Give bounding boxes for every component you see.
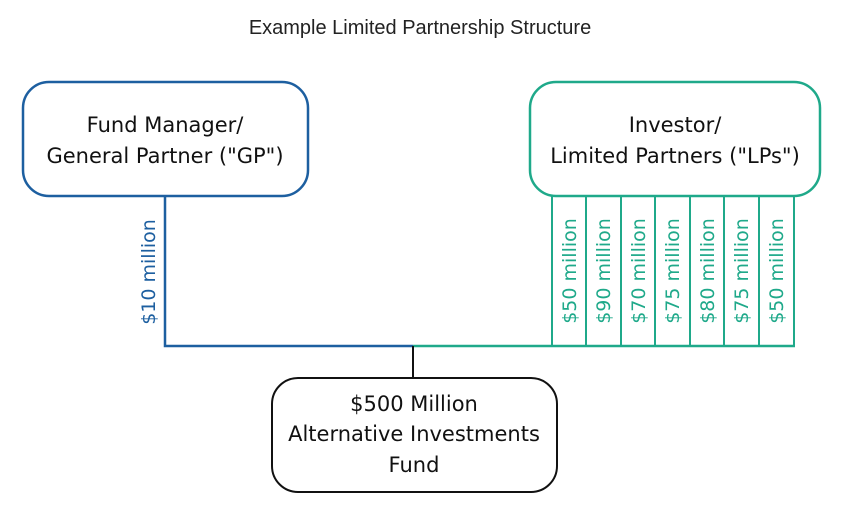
gp-box: [21, 80, 310, 198]
lp-contribution-labels: $50 million $90 million $70 million $75 …: [559, 218, 788, 324]
gp-box-line2: General Partner ("GP"): [46, 144, 283, 168]
lp-contribution-label: $75 million: [662, 218, 684, 324]
lp-box-line1: Investor/: [629, 113, 723, 137]
lp-contribution-label: $75 million: [731, 218, 753, 324]
gp-box-line1: Fund Manager/: [87, 113, 245, 137]
lp-contribution-label: $90 million: [593, 218, 615, 324]
lp-contribution-label: $50 million: [559, 218, 581, 324]
diagram-title: Example Limited Partnership Structure: [249, 17, 591, 39]
fund-box: [271, 377, 558, 493]
gp-contribution-label: $10 million: [138, 219, 160, 325]
fund-box-line2: Alternative Investments: [288, 422, 540, 446]
gp-connector-line: [163, 196, 413, 348]
fund-box-line3: Fund: [389, 453, 440, 477]
lp-contribution-label: $50 million: [766, 218, 788, 324]
lp-box-line2: Limited Partners ("LPs"): [550, 144, 800, 168]
lp-box: [528, 80, 822, 198]
lp-connector-grid: [413, 196, 795, 348]
lp-contribution-label: $80 million: [697, 218, 719, 324]
fund-box-line1: $500 Million: [350, 392, 478, 416]
lp-contribution-label: $70 million: [628, 218, 650, 324]
